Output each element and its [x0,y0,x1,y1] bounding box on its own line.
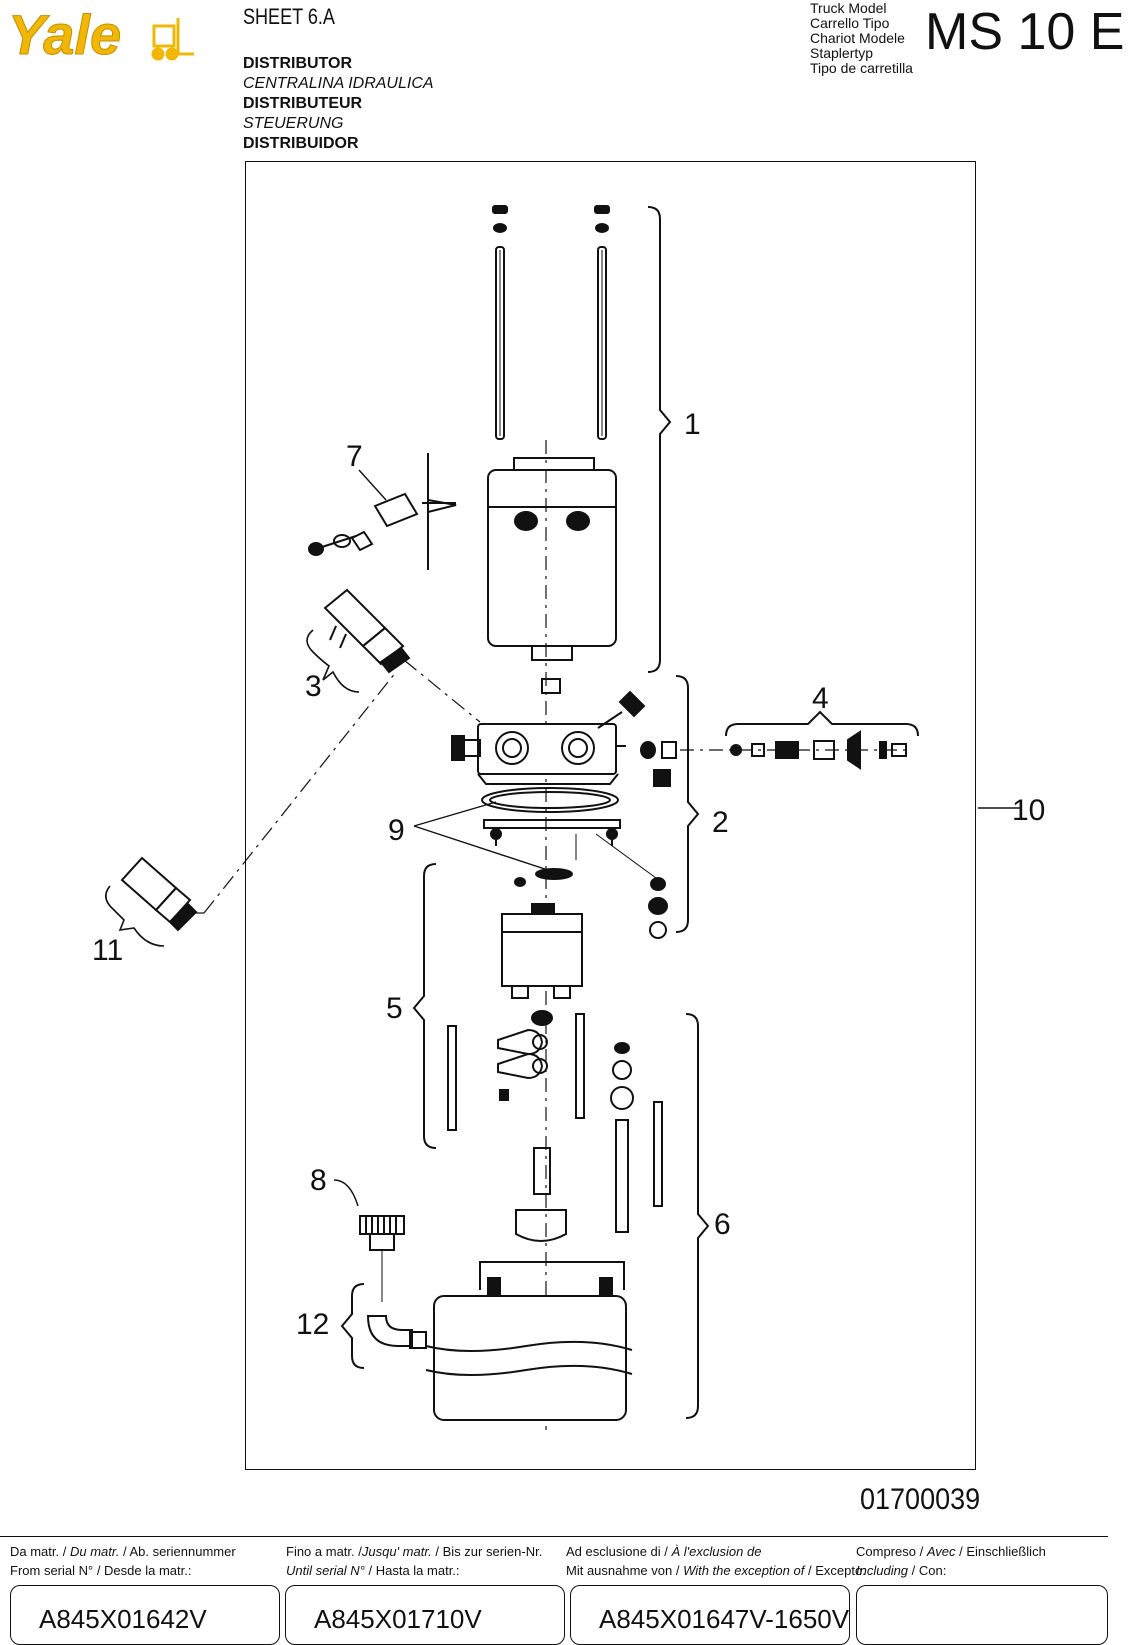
title-es: DISTRIBUIDOR [243,135,359,152]
callout-3: 3 [305,670,322,703]
callout-12: 12 [296,1308,329,1341]
serial-label-line: Including / Con: [856,1561,1046,1580]
serial-label-line: Mit ausnahme von / With the exception of… [566,1561,866,1580]
serial-label-line: Ad esclusione di / À l'exclusion de [566,1542,866,1561]
label-part: / Hasta la matr.: [364,1563,460,1578]
model-label: Staplertyp [810,45,874,61]
title-de: STEUERUNG [243,115,344,132]
serial-from-label: Da matr. / Du matr. / Ab. seriennummer F… [10,1542,236,1580]
part-8-filler-cap [333,1179,405,1302]
suction-filter [515,1147,567,1242]
label-part: With the exception of [683,1563,805,1578]
model-name: MS 10 E [925,3,1125,61]
label-part: / Bis zur serien-Nr. [431,1544,543,1559]
label-part: À l'exclusion de [671,1544,762,1559]
part-11-switch [105,856,198,947]
drawing-number: 01700039 [860,1483,981,1516]
callout-10: 10 [1012,794,1045,827]
sheet-label: SHEET 6.A [243,4,335,29]
part-4-fitting-set [680,710,919,770]
title-fr: DISTRIBUTEUR [243,95,363,112]
label-part: Mit ausnahme von / [566,1563,684,1578]
serial-from-value: A845X01642V [10,1585,280,1645]
label-part: Da matr. / [10,1544,70,1559]
callout-7: 7 [346,440,363,473]
serial-until-label: Fino a matr. /Jusqu' matr. / Bis zur ser… [286,1542,542,1580]
label-part: Fino a matr. / [286,1544,362,1559]
callout-5: 5 [386,992,403,1025]
callout-4: 4 [812,682,829,715]
part-group-titles: DISTRIBUTOR CENTRALINA IDRAULICA DISTRIB… [243,54,434,154]
truck-model-labels: Truck Model Carrello Tipo Chariot Modele… [810,1,913,76]
serial-except-label: Ad esclusione di / À l'exclusion de Mit … [566,1542,866,1580]
serial-label-line: Fino a matr. /Jusqu' matr. / Bis zur ser… [286,1542,542,1561]
callout-1: 1 [684,408,701,441]
serial-label-line: Compreso / Avec / Einschließlich [856,1542,1046,1561]
serial-label-line: Until serial N° / Hasta la matr.: [286,1561,542,1580]
part-12-elbow [340,1283,427,1369]
model-label: Tipo de carretilla [810,60,913,76]
model-label: Chariot Modele [810,30,905,46]
bracket-group-6 [685,1013,710,1419]
label-part: Jusqu' matr. [361,1544,432,1559]
label-part: Ad esclusione di / [566,1544,672,1559]
model-label: Truck Model [810,0,887,16]
drawing-frame [245,161,976,1470]
label-part: / Einschließlich [955,1544,1046,1559]
callout-2: 2 [712,806,729,839]
label-part: Until serial N° [286,1563,365,1578]
yale-logo: Yale [8,3,194,64]
tie-rod-left [492,205,508,440]
yale-logo-wordmark: Yale [8,3,121,64]
oil-tank [425,1261,633,1421]
serial-including-value [856,1585,1108,1645]
label-part: / Ab. seriennummer [119,1544,236,1559]
model-label: Carrello Tipo [810,15,890,31]
label-part: From serial N° / Desde la matr.: [10,1563,192,1578]
part-7-terminal-clip [308,453,457,570]
serial-until-value: A845X01710V [285,1585,565,1645]
label-part: / Con: [908,1563,947,1578]
label-part: Compreso / [856,1544,927,1559]
bracket-group-2 [675,675,700,933]
tie-rod-right [594,205,610,440]
serial-label-line: Da matr. / Du matr. / Ab. seriennummer [10,1542,236,1561]
label-part: Du matr. [69,1544,120,1559]
callout-6: 6 [714,1208,731,1241]
hydraulic-pump [447,903,585,1131]
title-en: DISTRIBUTOR [243,55,353,72]
callout-11: 11 [92,934,123,967]
bracket-group-5 [412,863,437,1149]
forklift-icon [151,18,194,61]
label-part: Including [856,1563,909,1578]
serial-label-line: From serial N° / Desde la matr.: [10,1561,236,1580]
serial-including-label: Compreso / Avec / Einschließlich Includi… [856,1542,1046,1580]
footer-rule [0,1536,1108,1537]
serial-except-value: A845X01647V-1650V [570,1585,850,1645]
callout-8: 8 [310,1164,327,1197]
label-part: / Excepto: [804,1563,866,1578]
label-part: Avec [926,1544,956,1559]
electric-motor [487,457,617,694]
title-it: CENTRALINA IDRAULICA [243,75,434,92]
suction-tube-parts [575,833,668,1233]
callout-9: 9 [388,814,405,847]
valve-body [451,690,677,846]
part-3-pressure-switch [306,588,411,693]
bracket-group-1 [647,206,672,673]
